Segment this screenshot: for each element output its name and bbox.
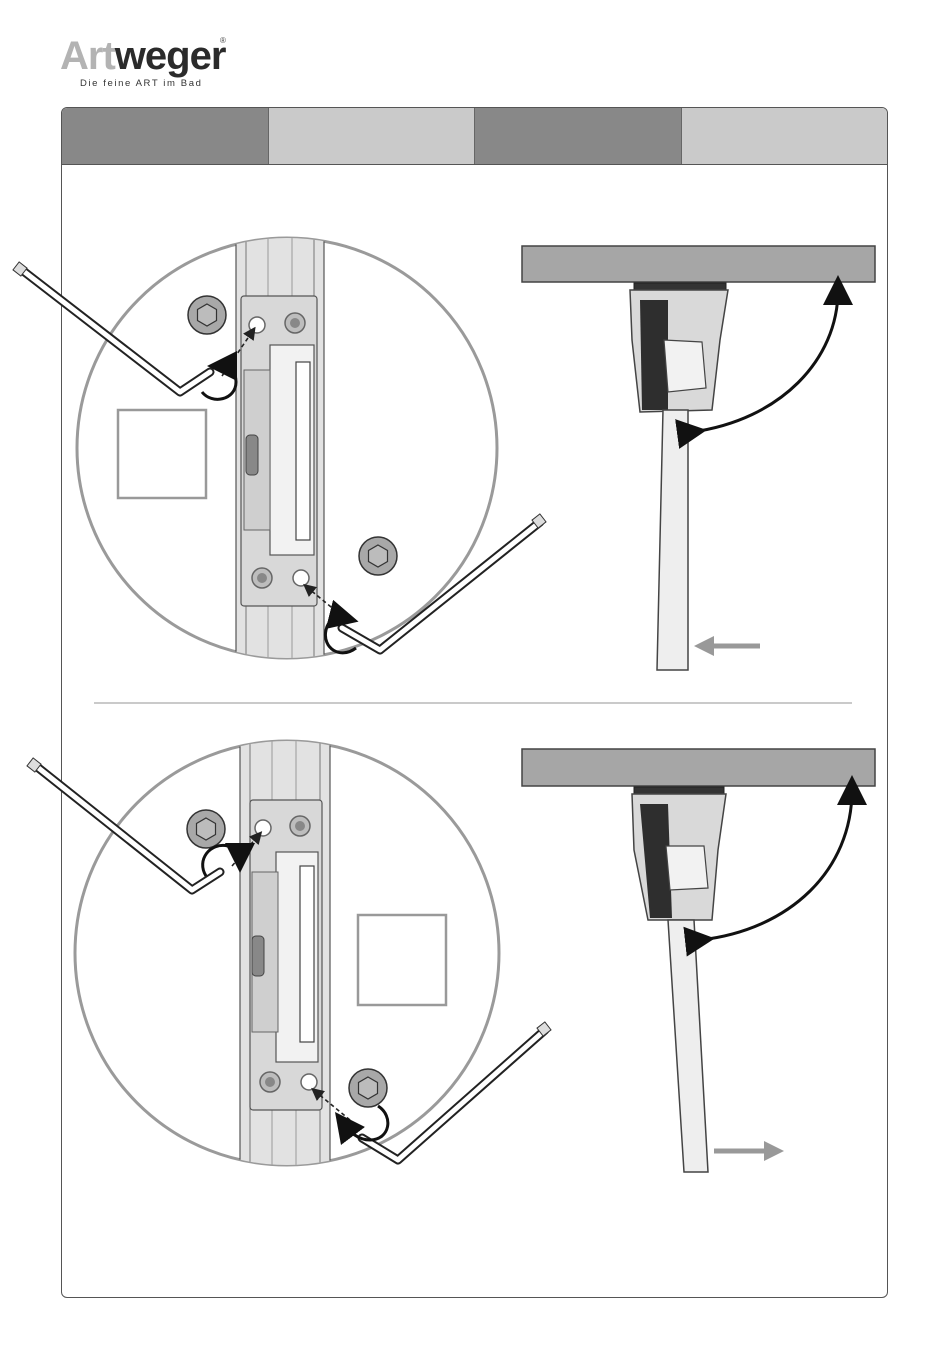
annotation-box bbox=[118, 410, 206, 498]
glass-panel bbox=[668, 920, 708, 1172]
annotation-box bbox=[358, 915, 446, 1005]
wall-bar bbox=[522, 749, 875, 786]
wall-bar bbox=[522, 246, 875, 282]
bottom-panel bbox=[27, 735, 875, 1175]
move-right-arrow-icon bbox=[714, 1141, 784, 1161]
hex-bolt-icon bbox=[359, 537, 397, 575]
hex-bolt-icon bbox=[349, 1069, 387, 1107]
hex-bolt-icon bbox=[187, 810, 225, 848]
bottom-detail-magnifier bbox=[75, 735, 499, 1175]
top-side-view bbox=[522, 246, 875, 670]
top-panel bbox=[13, 230, 875, 670]
hex-bolt-icon bbox=[188, 296, 226, 334]
move-left-arrow-icon bbox=[694, 636, 760, 656]
bottom-side-view bbox=[522, 749, 875, 1172]
glass-panel bbox=[657, 410, 688, 670]
